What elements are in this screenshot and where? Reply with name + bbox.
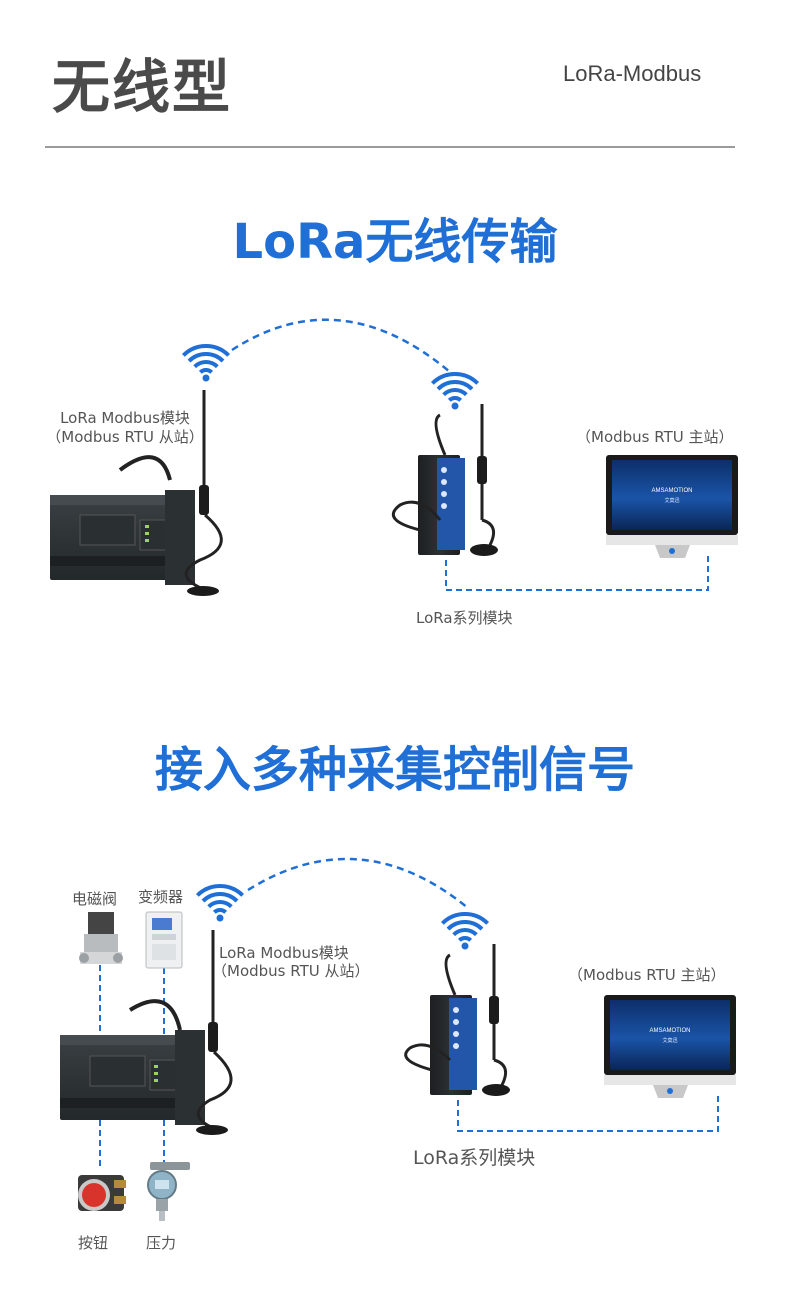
- solenoid-valve-icon: [79, 912, 123, 964]
- inverter-icon: [145, 911, 183, 969]
- device-label-button: 按钮: [78, 1234, 109, 1252]
- antenna-icon: [184, 390, 223, 596]
- master-role-label: （Modbus RTU 主站）: [568, 966, 726, 984]
- antenna-icon: [196, 930, 233, 1135]
- wifi-signal-icon: [195, 884, 245, 922]
- device-label-solenoid: 电磁阀: [72, 890, 118, 908]
- rs485-wire: [457, 1093, 719, 1132]
- antenna-icon: [470, 404, 498, 556]
- wifi-signal-icon: [440, 912, 490, 950]
- lora-module-device: [404, 953, 477, 1095]
- screen-brand: AMSAMOTION: [649, 1028, 691, 1034]
- wireless-link-arc: [247, 857, 469, 909]
- antenna-icon: [482, 944, 510, 1096]
- page-title: 无线型: [52, 53, 233, 121]
- slave-label: LoRa Modbus模块: [60, 409, 190, 427]
- plc-slave-device: [50, 455, 195, 585]
- page-subtitle: LoRa-Modbus: [563, 61, 702, 86]
- slave-role-label: （Modbus RTU 从站）: [212, 962, 370, 980]
- section2-heading: 接入多种采集控制信号: [154, 742, 635, 798]
- pressure-sensor-icon: [147, 1162, 190, 1221]
- section1-heading: LoRa无线传输: [232, 214, 558, 270]
- screen-brand: AMSAMOTION: [651, 488, 693, 494]
- header-divider: [45, 146, 735, 148]
- screen-brand-sub: 艾莫迅: [662, 1038, 678, 1044]
- rs485-wire: [445, 553, 709, 591]
- lora-module-device: [391, 413, 465, 555]
- wireless-link-arc: [231, 318, 451, 373]
- slave-role-label: （Modbus RTU 从站）: [46, 428, 204, 446]
- module-label: LoRa系列模块: [413, 1147, 536, 1169]
- monitor-master-device: [606, 455, 738, 558]
- plc-slave-device: [60, 999, 205, 1125]
- module-label: LoRa系列模块: [416, 609, 513, 627]
- wifi-signal-icon: [181, 344, 231, 382]
- device-label-inverter: 变频器: [138, 888, 184, 906]
- device-label-pressure: 压力: [146, 1234, 177, 1252]
- slave-label: LoRa Modbus模块: [219, 944, 349, 962]
- screen-brand-sub: 艾莫迅: [664, 498, 680, 504]
- master-role-label: （Modbus RTU 主站）: [576, 428, 734, 446]
- monitor-master-device: [604, 995, 736, 1098]
- push-button-icon: [78, 1175, 126, 1211]
- wifi-signal-icon: [430, 372, 480, 410]
